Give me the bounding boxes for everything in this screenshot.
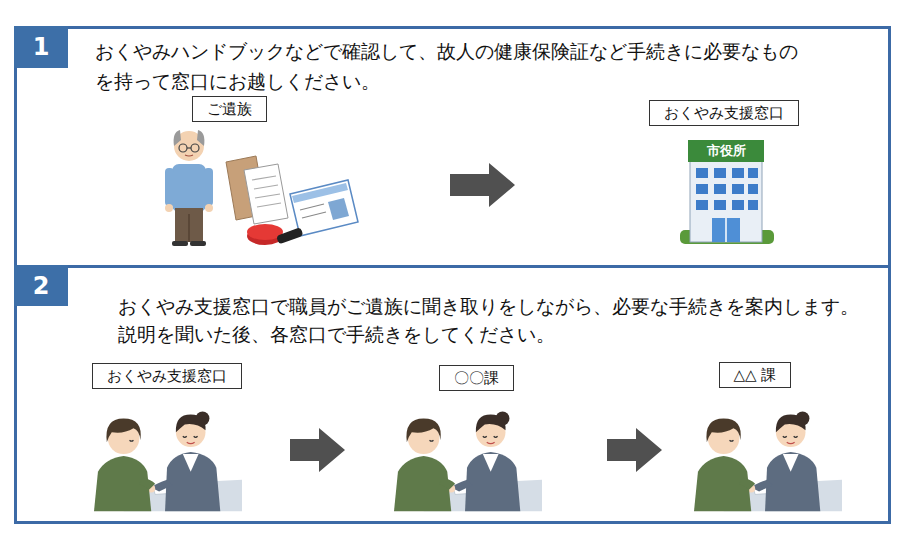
- step-description: おくやみハンドブックなどで確認して、故人の健康保険証など手続きに必要なもの を持…: [95, 36, 810, 96]
- window-group: △△ 課: [662, 360, 847, 540]
- flow-arrow: [607, 428, 662, 472]
- label-box: おくやみ支援窓口: [92, 363, 242, 389]
- building-sign: 市役所: [707, 142, 746, 160]
- counter-scene: [94, 412, 242, 512]
- seal-stamp: [247, 224, 304, 245]
- step-description: おくやみ支援窓口で職員がご遺族に聞き取りをしながら、必要な手続きを案内します。 …: [118, 292, 863, 348]
- window-group: 〇〇課: [345, 360, 607, 540]
- flow-arrow: [290, 428, 345, 472]
- window-group: ご遺族: [150, 95, 450, 275]
- label-box: △△ 課: [719, 362, 792, 388]
- counter-scene: [394, 412, 542, 512]
- label-box: ご遺族: [192, 96, 267, 122]
- label-box: おくやみ支援窓口: [649, 100, 799, 126]
- label-box: 〇〇課: [439, 365, 514, 391]
- window-group: おくやみ支援窓口: [515, 95, 805, 275]
- step-panel: 1 おくやみハンドブックなどで確認して、故人の健康保険証など手続きに必要なもの を…: [14, 26, 891, 268]
- flow-arrow: [450, 163, 515, 207]
- documents: [226, 156, 358, 236]
- city-hall-building: [680, 140, 774, 244]
- window-group: おくやみ支援窓口: [90, 360, 290, 540]
- step-number: 2: [14, 265, 68, 306]
- counter-scene: [694, 412, 842, 512]
- step-number: 1: [14, 26, 68, 68]
- person-figure: [165, 130, 213, 246]
- step-panel: 2 おくやみ支援窓口で職員がご遺族に聞き取りをしながら、必要な手続きを案内します。…: [14, 265, 891, 524]
